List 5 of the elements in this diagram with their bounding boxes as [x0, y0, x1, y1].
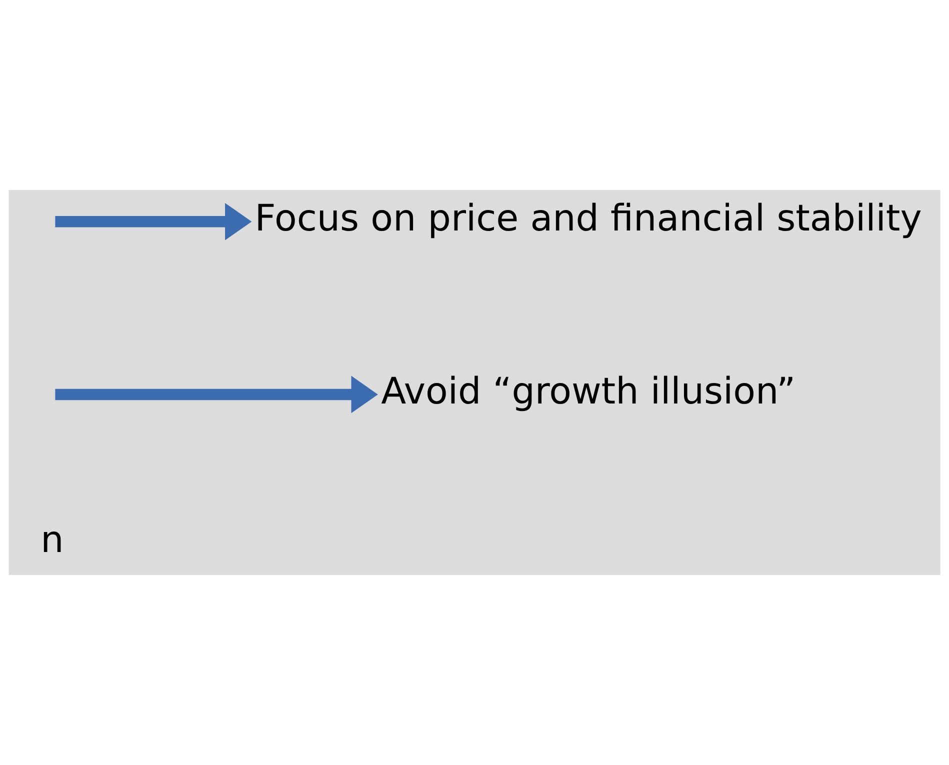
node-text: Avoid “growth illusion” [381, 369, 796, 412]
arrow [55, 202, 252, 240]
label: n [40, 518, 64, 562]
node-text: Focus on price and financial stability [254, 196, 922, 240]
arrow [55, 376, 378, 414]
